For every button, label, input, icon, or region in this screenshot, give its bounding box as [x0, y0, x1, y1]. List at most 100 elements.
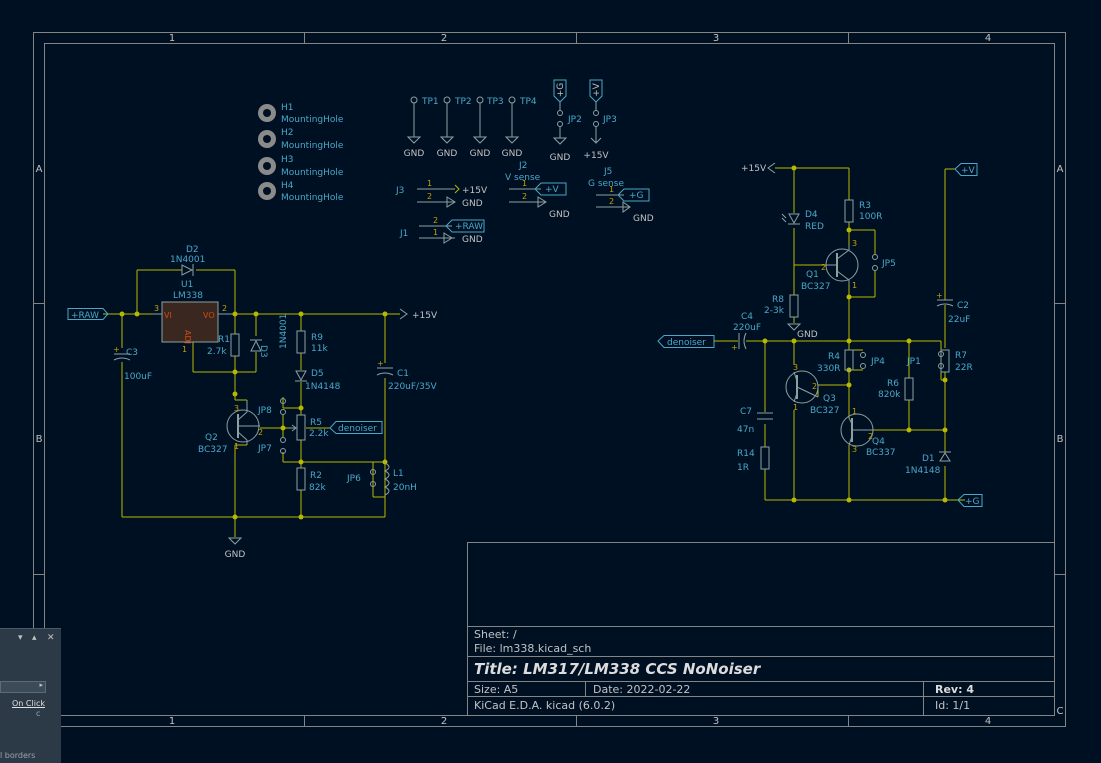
transistor-q2[interactable]: 321 Q2 BC327: [198, 399, 263, 455]
r6-value: 820k: [878, 390, 901, 400]
power-p15v-left[interactable]: +15V: [399, 308, 438, 321]
wires-right: [746, 167, 965, 501]
test-point-tp3: [472, 96, 488, 144]
gnd-label: GND: [404, 149, 425, 159]
svg-text:2: 2: [433, 216, 438, 225]
svg-text:1: 1: [852, 281, 857, 290]
resistor-r9[interactable]: R9 11k: [296, 330, 328, 354]
r6-ref: R6: [887, 379, 899, 389]
capacitor-c4[interactable]: + C4 220uF: [731, 312, 761, 352]
raw-label-text: +RAW: [71, 311, 99, 321]
row-label-left: A: [36, 164, 43, 175]
svg-text:2: 2: [812, 382, 817, 391]
resistor-r8[interactable]: R8 2-3k GND: [764, 294, 818, 340]
connector-j1[interactable]: 21 J1 +RAW GND: [399, 216, 485, 245]
transistor-q1[interactable]: 321 Q1 BC327: [794, 239, 859, 292]
j2-ref: J2: [518, 161, 527, 171]
net-label-pv-right[interactable]: +V: [954, 163, 978, 177]
jumper-jp5[interactable]: [872, 254, 878, 271]
jp6-ref: JP6: [346, 474, 361, 484]
q4-value: BC337: [866, 448, 895, 458]
panel-input[interactable]: ▸: [0, 681, 46, 693]
q3-ref: Q3: [823, 394, 836, 404]
diode-d1[interactable]: D1 1N4148: [905, 451, 951, 476]
borders-option[interactable]: l borders: [0, 751, 36, 760]
jumpers-jp2-jp3[interactable]: [552, 79, 603, 145]
mounting-hole-h4: H4 MountingHole: [258, 181, 344, 203]
connector-j3[interactable]: 12 J3 +15V GND: [395, 179, 488, 209]
resistor-r3[interactable]: R3 100R: [844, 199, 882, 223]
jumper-jp4[interactable]: [860, 352, 866, 369]
inductor-l1[interactable]: L1 20nH: [383, 462, 417, 496]
tb-file: File: lm338.kicad_sch: [474, 642, 591, 655]
jp7-ref: JP7: [257, 444, 272, 454]
q1-value: BC327: [801, 282, 830, 292]
jumper-jp7[interactable]: [280, 428, 286, 454]
chevron-up-icon[interactable]: ▴: [32, 633, 37, 643]
resistor-r7[interactable]: R7 22R: [940, 349, 973, 373]
jp1-ref: JP1: [906, 357, 921, 367]
h2-ref: H2: [281, 128, 294, 138]
l1-ref: L1: [393, 469, 404, 479]
capacitor-c3[interactable]: + C3 100uF: [113, 345, 152, 382]
j5-value: G sense: [588, 179, 624, 189]
diode-d5[interactable]: D5 1N4148: [295, 369, 341, 392]
junctions-left: [119, 311, 388, 520]
tb-rev: Rev: 4: [935, 683, 974, 696]
svg-text:2: 2: [609, 197, 614, 206]
power-p15v-right[interactable]: +15V: [741, 162, 776, 174]
potentiometer-r5[interactable]: R5 2.2k: [290, 414, 329, 441]
power-gnd-left[interactable]: GND: [225, 537, 246, 560]
test-points[interactable]: [406, 96, 520, 144]
on-click-link[interactable]: On Click: [12, 699, 45, 708]
connector-j2[interactable]: 12 J2 V sense +V GND: [505, 161, 570, 220]
close-icon[interactable]: ✕: [47, 633, 55, 643]
q4-ref: Q4: [872, 437, 885, 447]
mounting-holes[interactable]: H1 MountingHole H2 MountingHole H3 Mount…: [258, 103, 344, 203]
transistor-q4[interactable]: 123 Q4 BC337: [840, 407, 895, 458]
net-label-denoiser-left[interactable]: denoiser: [329, 421, 383, 435]
net-label-denoiser-right[interactable]: denoiser: [657, 335, 738, 349]
jumper-jp8[interactable]: [280, 398, 286, 429]
panel-marker: c: [36, 709, 41, 718]
col-label-bottom: 1: [169, 716, 175, 727]
resistor-r6[interactable]: R6 820k: [878, 377, 914, 401]
capacitor-c1[interactable]: + C1 220uF/35V: [376, 359, 438, 392]
transistor-q3[interactable]: 321 Q3 BC327: [785, 363, 839, 416]
resistor-r4[interactable]: R4 330R: [817, 349, 854, 374]
net-label-raw[interactable]: +RAW: [67, 308, 109, 322]
c3-ref: C3: [126, 348, 138, 358]
capacitor-c2[interactable]: + C2 22uF: [936, 291, 970, 330]
c7-ref: C7: [740, 407, 752, 417]
svg-text:3: 3: [852, 239, 857, 248]
r5-value: 2.2k: [309, 429, 329, 439]
c1-value: 220uF/35V: [388, 382, 438, 392]
diode-d2[interactable]: D2 1N4001: [170, 245, 205, 276]
tp2-ref: TP2: [454, 97, 472, 107]
capacitor-c7[interactable]: C7 47n: [737, 407, 773, 435]
chevron-down-icon[interactable]: ▾: [18, 633, 23, 643]
jumper-jp6[interactable]: [370, 469, 376, 487]
resistor-r2[interactable]: R2 82k: [296, 467, 326, 493]
diode-d3[interactable]: D3 1N4001: [250, 314, 289, 358]
resistor-r14[interactable]: R14 1R: [737, 446, 770, 473]
j5-ref: J5: [603, 167, 612, 177]
svg-text:+: +: [936, 291, 943, 300]
sheet-frame: [33, 32, 1066, 727]
floating-panel[interactable]: ▾ ▴ ✕ ▸ On Click c l borders: [0, 628, 61, 763]
gnd-label: GND: [550, 153, 571, 163]
denoiser-label-text: denoiser: [338, 424, 377, 434]
led-d4[interactable]: D4 RED: [781, 210, 824, 232]
dropdown-icon[interactable]: ▸: [39, 681, 43, 689]
pg-label-text: +G: [965, 497, 980, 507]
resistor-r1[interactable]: R1 2.7k: [207, 333, 240, 357]
net-label-pg-right[interactable]: +G: [957, 494, 983, 508]
tb-id: Id: 1/1: [935, 699, 970, 712]
connector-j5[interactable]: 12 J5 G sense +G GND: [588, 167, 654, 224]
r3-value: 100R: [859, 212, 882, 222]
l1-value: 20nH: [393, 483, 417, 493]
r2-ref: R2: [310, 471, 322, 481]
u1-pin-vi: VI: [164, 311, 172, 320]
